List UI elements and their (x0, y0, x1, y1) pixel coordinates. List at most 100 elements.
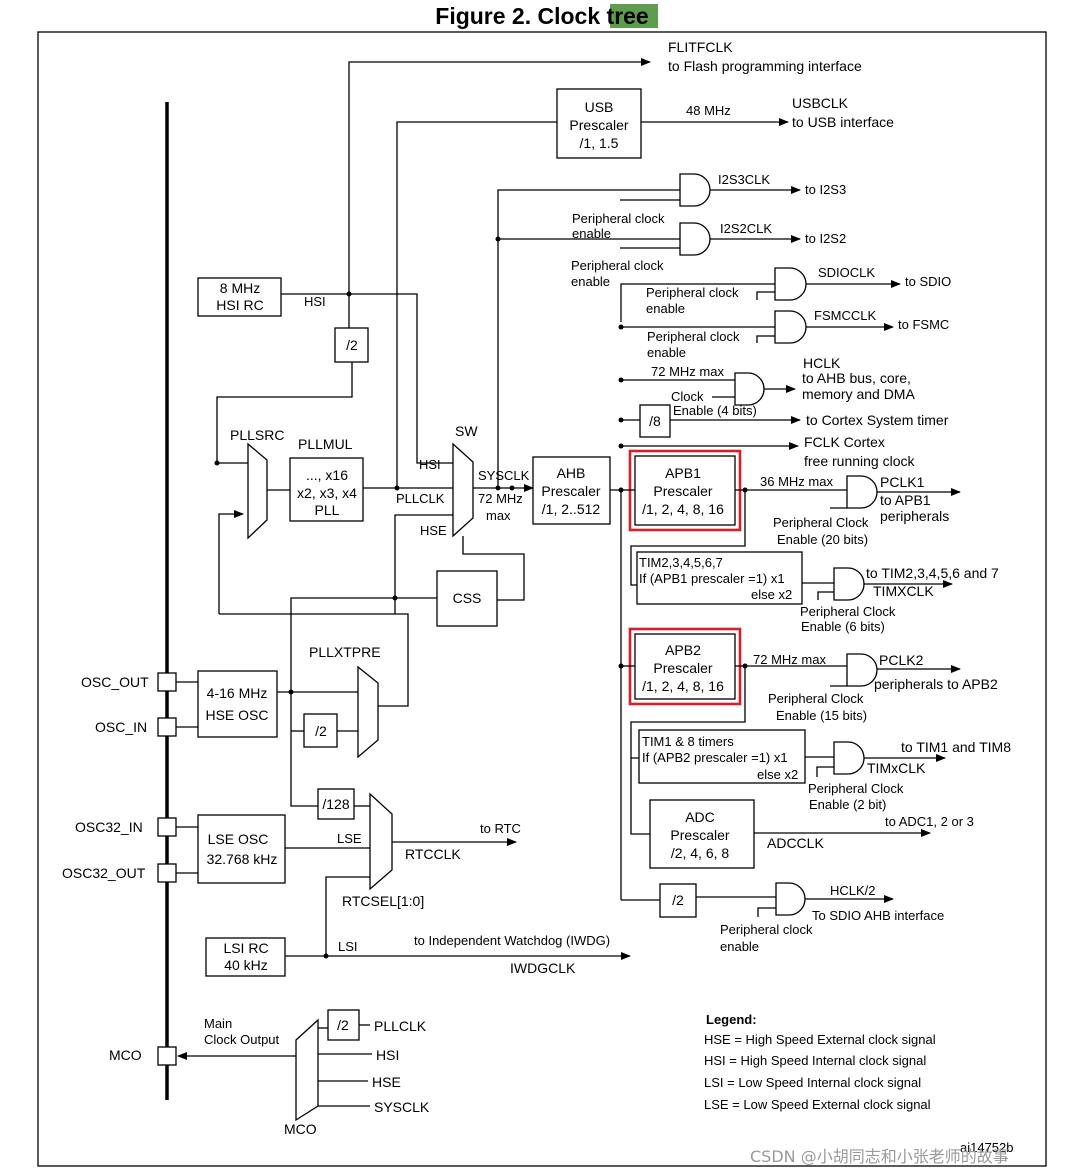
mco-main-label2: Clock Output (204, 1032, 280, 1047)
tim1-8-box-line2: If (APB2 prescaler =1) x1 (642, 750, 788, 765)
i2s3-dest: to I2S3 (805, 182, 846, 197)
adc-dest: to ADC1, 2 or 3 (885, 814, 974, 829)
hclk-label: HCLK (803, 355, 841, 371)
adc-box-line1: ADC (685, 809, 715, 825)
i2s3-gate (679, 173, 711, 207)
usb-prescaler-box (556, 88, 642, 159)
mco-hse: HSE (372, 1074, 401, 1090)
apb2-timxclk-label: TIMxCLK (867, 760, 926, 776)
osc-out-label: OSC_OUT (81, 674, 149, 690)
cortex-timer-dest: to Cortex System timer (806, 412, 949, 428)
pll-box-line3: PLL (315, 502, 340, 518)
rtc-div128-box (317, 788, 355, 820)
pllmul-label: PLLMUL (298, 436, 353, 452)
pllsrc-mux (247, 442, 268, 540)
title-highlight (610, 4, 658, 28)
hse-bus-line (219, 597, 437, 615)
hsi-rc-box (197, 277, 282, 317)
sysclk-label: SYSCLK (478, 468, 530, 483)
hclk2-pce1: Peripheral clock (720, 922, 813, 937)
sdio-gate (774, 267, 807, 301)
tim2-7-dest: to TIM2,3,4,5,6 and 7 (866, 565, 999, 581)
sdio-pce-line2: enable (646, 301, 685, 316)
tim2-7-box-line3: else x2 (751, 587, 792, 602)
iwdgclk-label: IWDGCLK (510, 960, 576, 976)
apb1-box-line3: /1, 2, 4, 8, 16 (642, 501, 724, 517)
usb-box-line1: USB (585, 99, 614, 115)
apb1-timxclk-label: TIMXCLK (873, 583, 934, 599)
sw-mux (452, 442, 474, 538)
hsi-div2-label: /2 (346, 337, 358, 353)
fsmc-pce-line2: enable (647, 345, 686, 360)
sdio-enable-line (756, 291, 775, 300)
usbclk-dest: to USB interface (792, 114, 894, 130)
i2s3-input-line (497, 189, 680, 488)
mco-mux (295, 1018, 319, 1122)
fsmc-gate (774, 310, 807, 344)
pllsrc-label: PLLSRC (230, 427, 284, 443)
legend-item-lsi: LSI = Low Speed Internal clock signal (704, 1075, 921, 1090)
flitfclk-label: FLITFCLK (668, 39, 733, 55)
tim1-8-box (638, 729, 806, 784)
figure-reference: ai14752b (960, 1140, 1014, 1155)
lsi-label: LSI (338, 939, 358, 954)
adc-box-line3: /2, 4, 6, 8 (671, 845, 730, 861)
usb-box-line3: /1, 1.5 (580, 135, 619, 151)
figure-title: Figure 2. Clock tree (435, 3, 648, 29)
sw-label: SW (455, 423, 478, 439)
apb2-max: 72 MHz max (753, 652, 826, 667)
apb2-box-line3: /1, 2, 4, 8, 16 (642, 678, 724, 694)
tim1-8-pce2: Enable (2 bit) (809, 797, 886, 812)
osc-in-pin (157, 717, 177, 737)
hsi-div2-box (334, 327, 369, 363)
rtc-div128-label: /128 (322, 796, 349, 812)
ahb-prescaler-box (532, 456, 611, 525)
flitfclk-line (348, 58, 651, 294)
fsmcclk-label: FSMCCLK (814, 308, 876, 323)
pllxtpre-mux (357, 665, 379, 759)
tim1-8-gate (833, 741, 865, 775)
hclk-clock-label: Clock (671, 389, 704, 404)
rtcclk-label: RTCCLK (405, 846, 461, 862)
apb2-pce2: Enable (15 bits) (776, 708, 867, 723)
apb1-box-line1: APB1 (665, 465, 701, 481)
hse-to-sw-line (394, 514, 453, 614)
i2s2-dest: to I2S2 (805, 231, 846, 246)
rtc-dest: to RTC (480, 821, 521, 836)
watermark: CSDN @小胡同志和小张老师的故事 (750, 1147, 1009, 1166)
mco-main-label1: Main (204, 1016, 232, 1031)
fclk-label1: FCLK Cortex (804, 434, 885, 450)
osc-out-pin (157, 672, 177, 692)
tim2-7-box-line2: If (APB1 prescaler =1) x1 (639, 571, 785, 586)
osc32-out-pin (157, 863, 177, 883)
adc-prescaler-box (649, 799, 755, 869)
hclk-max: 72 MHz max (651, 364, 724, 379)
apb2-pce1: Peripheral Clock (768, 691, 864, 706)
lsi-rc-box (205, 937, 286, 977)
lsi-box-line1: LSI RC (223, 940, 268, 956)
usb-box-line2: Prescaler (569, 117, 628, 133)
adcclk-label: ADCCLK (767, 835, 824, 851)
tim2-7-pce1: Peripheral Clock (800, 604, 896, 619)
lse-label: LSE (337, 831, 362, 846)
usb-input-line (396, 121, 557, 488)
i2s2-gate (679, 222, 711, 256)
i2s3-pce-line1: Peripheral clock (572, 211, 665, 226)
pll-box-line1: ..., x16 (306, 467, 348, 483)
ahb-box-line1: AHB (557, 465, 586, 481)
mco-sysclk: SYSCLK (374, 1099, 430, 1115)
hse-div2-label: /2 (315, 723, 327, 739)
osc32-out-label: OSC32_OUT (62, 865, 146, 881)
mco-pin-label: MCO (109, 1047, 142, 1063)
tim1-8-box-line1: TIM1 & 8 timers (642, 734, 734, 749)
css-feedback-line (462, 536, 525, 601)
sdioclk-label: SDIOCLK (818, 265, 875, 280)
timxclk-gate (833, 567, 865, 601)
hclk-gate (734, 372, 765, 406)
sdio-dest: to SDIO (905, 274, 951, 289)
osc-in-label: OSC_IN (95, 719, 147, 735)
mco-mux-label: MCO (284, 1121, 317, 1137)
adc-box-line2: Prescaler (670, 827, 729, 843)
sw-hsi-label: HSI (419, 457, 441, 472)
sw-hse-label: HSE (420, 523, 447, 538)
